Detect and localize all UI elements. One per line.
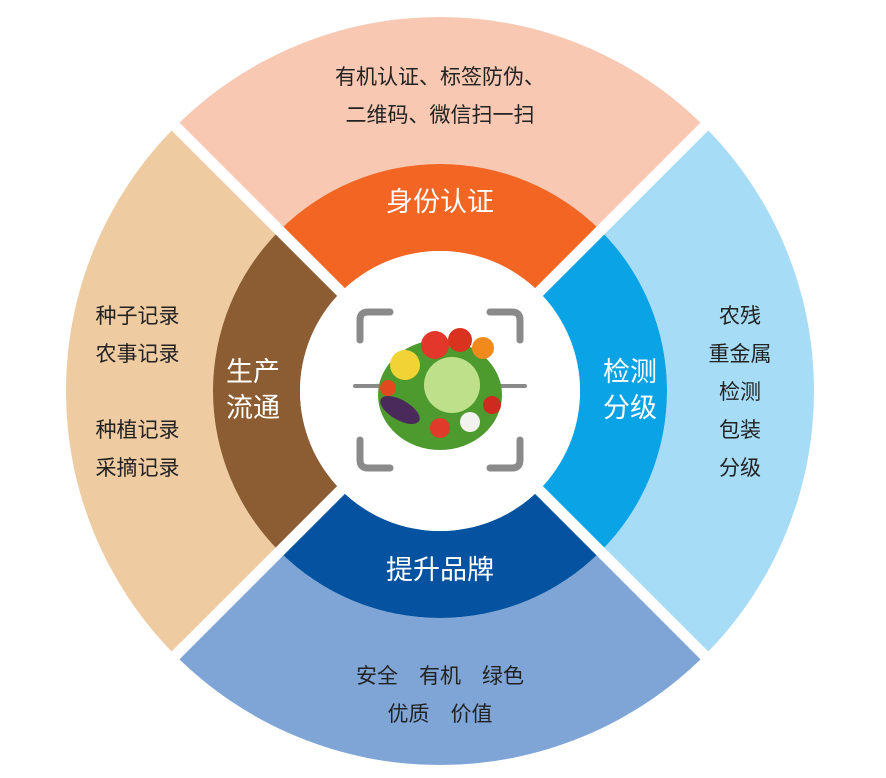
right-title: 检测 分级 <box>580 355 680 427</box>
detail-text: 检测 <box>719 380 761 404</box>
title-line: 分级 <box>603 393 657 424</box>
detail-text: 重金属 <box>708 342 772 366</box>
top-inner-segment <box>279 164 601 293</box>
top-title: 身份认证 <box>386 187 494 218</box>
detail-text: 农事记录 <box>95 342 180 366</box>
detail-text: 有机认证、标签防伪、 <box>335 65 545 89</box>
spacer <box>80 373 195 411</box>
detail-text: 安全 有机 绿色 <box>356 664 524 688</box>
bottom-details: 安全 有机 绿色 优质 价值 <box>300 657 580 733</box>
detail-text: 采摘记录 <box>95 456 180 480</box>
bottom-title: 提升品牌 <box>386 555 494 586</box>
title-line: 检测 <box>603 357 657 388</box>
right-outer-segment <box>600 126 814 656</box>
right-details: 农残 重金属 检测 包装 分级 <box>690 297 790 487</box>
title-line: 流通 <box>226 393 280 424</box>
detail-text: 包装 <box>719 418 761 442</box>
bottom-outer-segment <box>175 551 705 765</box>
vegetables-scan-icon <box>353 308 527 472</box>
detail-text: 分级 <box>719 456 761 480</box>
detail-text: 二维码、微信扫一扫 <box>345 103 535 127</box>
detail-text: 种植记录 <box>95 418 180 442</box>
title-line: 生产 <box>226 357 280 388</box>
detail-text: 优质 价值 <box>387 702 493 726</box>
left-inner-segment <box>212 230 342 552</box>
bottom-inner-segment <box>279 489 601 618</box>
detail-text: 农残 <box>719 304 761 328</box>
detail-text: 种子记录 <box>95 304 180 328</box>
left-title: 生产 流通 <box>203 355 303 427</box>
right-inner-segment <box>538 230 667 552</box>
top-outer-segment <box>175 16 705 231</box>
left-outer-segment <box>66 126 280 656</box>
left-details: 种子记录 农事记录 种植记录 采摘记录 <box>80 297 195 487</box>
top-details: 有机认证、标签防伪、 二维码、微信扫一扫 <box>300 58 580 134</box>
